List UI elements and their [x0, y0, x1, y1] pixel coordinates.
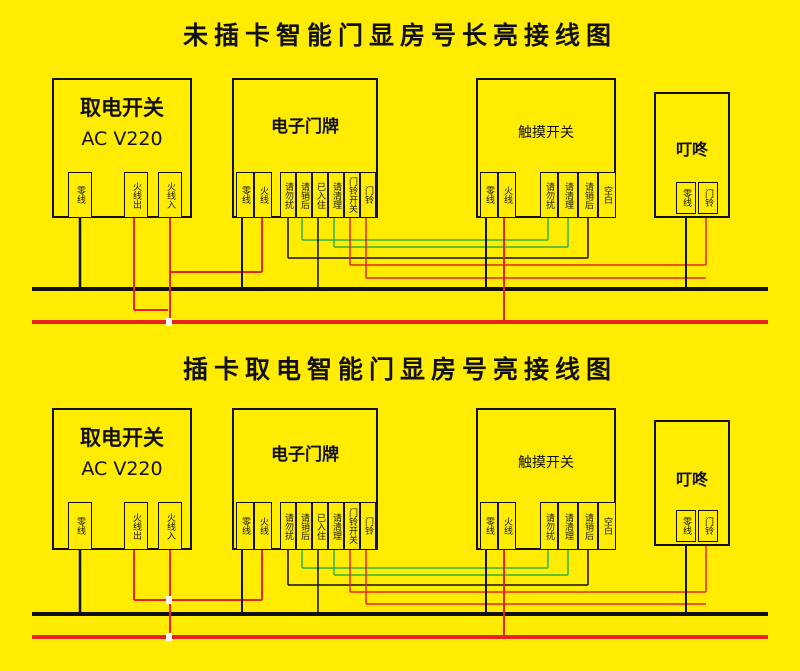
diagram-title-2: 插卡取电智能门显房号亮接线图: [182, 355, 617, 384]
terminal-live-out: 火线出: [124, 502, 148, 550]
door-plate-box: 电子门牌 零线 火线 请勿扰 请销后 已入住 请清理 门铃开关 门铃: [232, 408, 378, 550]
terminal-make-up: 请清理: [558, 172, 578, 218]
door-plate-label: 电子门牌: [271, 445, 339, 465]
terminal-neutral: 零线: [676, 510, 696, 542]
terminal-dnd: 请勿扰: [280, 502, 296, 550]
junction-dot: [166, 633, 172, 641]
terminal-make-up: 请清理: [328, 502, 344, 550]
power-switch-box: 取电开关 AC V220 零线 火线出 火线入: [52, 408, 192, 550]
terminal-blank: 空白: [598, 172, 616, 218]
terminal-dnd: 请勿扰: [540, 172, 558, 218]
terminal-neutral: 零线: [676, 182, 696, 214]
power-switch-label: 取电开关: [80, 96, 164, 120]
terminal-live: 火线: [498, 502, 516, 550]
terminal-clean-after: 请销后: [578, 502, 598, 550]
terminal-bell: 门铃: [360, 502, 376, 550]
touch-switch-label: 触摸开关: [518, 125, 574, 141]
terminal-live-in: 火线入: [158, 502, 182, 550]
terminal-neutral: 零线: [236, 172, 254, 218]
touch-switch-label: 触摸开关: [518, 455, 574, 471]
terminal-clean-after: 请销后: [296, 502, 312, 550]
doorbell-label: 叮咚: [675, 470, 708, 489]
touch-switch-box: 触摸开关 零线 火线 请勿扰 请清理 请销后 空白: [476, 408, 616, 550]
junction-dot: [166, 596, 172, 604]
terminal-neutral: 零线: [68, 172, 92, 218]
terminal-bell-switch: 门铃开关: [344, 502, 360, 550]
terminal-live-in: 火线入: [158, 172, 182, 218]
terminal-live-out: 火线出: [124, 172, 148, 218]
wiring-diagram-1: [32, 217, 768, 326]
terminal-neutral: 零线: [480, 502, 498, 550]
terminal-live: 火线: [498, 172, 516, 218]
power-switch-label: 取电开关: [80, 426, 164, 450]
terminal-live: 火线: [254, 172, 272, 218]
door-plate-box: 电子门牌 零线 火线 请勿扰 请销后 已入住 请清理 门铃开关 门铃: [232, 78, 378, 218]
terminal-occupied: 已入住: [312, 502, 328, 550]
voltage-label: AC V220: [81, 458, 163, 480]
terminal-neutral: 零线: [236, 502, 254, 550]
wiring-diagram-2: [32, 545, 768, 641]
diagram-title-1: 未插卡智能门显房号长亮接线图: [182, 21, 617, 50]
door-plate-label: 电子门牌: [271, 117, 339, 137]
terminal-bell: 门铃: [360, 172, 376, 218]
terminal-live: 火线: [254, 502, 272, 550]
terminal-neutral: 零线: [480, 172, 498, 218]
terminal-blank: 空白: [598, 502, 616, 550]
terminal-make-up: 请清理: [558, 502, 578, 550]
power-switch-box: 取电开关 AC V220 零线 火线出 火线入: [52, 78, 192, 218]
terminal-dnd: 请勿扰: [540, 502, 558, 550]
terminal-bell: 门铃: [698, 182, 718, 214]
terminal-bell-switch: 门铃开关: [344, 172, 360, 218]
terminal-occupied: 已入住: [312, 172, 328, 218]
terminal-neutral: 零线: [68, 502, 92, 550]
doorbell-box: 叮咚 零线 门铃: [654, 420, 730, 546]
voltage-label: AC V220: [81, 128, 163, 150]
terminal-make-up: 请清理: [328, 172, 344, 218]
touch-switch-box: 触摸开关 零线 火线 请勿扰 请清理 请销后 空白: [476, 78, 616, 218]
terminal-clean-after: 请销后: [578, 172, 598, 218]
terminal-clean-after: 请销后: [296, 172, 312, 218]
terminal-bell: 门铃: [698, 510, 718, 542]
doorbell-box: 叮咚 零线 门铃: [654, 92, 730, 218]
doorbell-label: 叮咚: [675, 140, 708, 159]
junction-dot: [166, 318, 172, 326]
terminal-dnd: 请勿扰: [280, 172, 296, 218]
